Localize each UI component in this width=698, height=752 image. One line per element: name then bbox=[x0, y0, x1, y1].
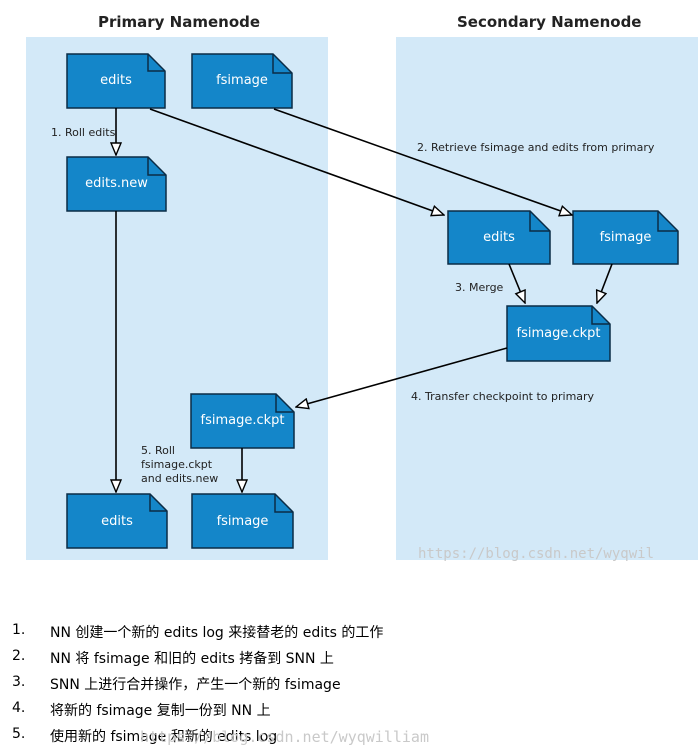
step-text: SNN 上进行合并操作，产生一个新的 fsimage bbox=[50, 677, 341, 693]
arrow-retrieve-fsimage bbox=[273, 108, 572, 215]
step-transfer-label: 4. Transfer checkpoint to primary bbox=[411, 390, 595, 403]
doc-primary-edits bbox=[66, 53, 166, 109]
primary-namenode-title: Primary Namenode bbox=[98, 13, 261, 31]
edits-new-label: edits.new bbox=[85, 176, 148, 191]
step-merge-label: 3. Merge bbox=[455, 281, 504, 294]
step-text: 使用新的 fsimage 和新的 edits log bbox=[50, 729, 278, 745]
step-text: NN 将 fsimage 和旧的 edits 拷备到 SNN 上 bbox=[50, 651, 334, 667]
step-list: 1. NN 创建一个新的 edits log 来接替老的 edits 的工作 2.… bbox=[12, 622, 383, 752]
secondary-ckpt-label: fsimage.ckpt bbox=[516, 326, 601, 341]
step-item-2: 2. NN 将 fsimage 和旧的 edits 拷备到 SNN 上 bbox=[12, 648, 383, 674]
step-item-1: 1. NN 创建一个新的 edits log 来接替老的 edits 的工作 bbox=[12, 622, 383, 648]
primary-fsimage-label: fsimage bbox=[216, 73, 268, 88]
primary-ckpt-label: fsimage.ckpt bbox=[200, 413, 285, 428]
secondary-fsimage-label: fsimage bbox=[599, 230, 652, 245]
arrow-transfer bbox=[296, 347, 508, 407]
namenode-checkpoint-diagram: Primary Namenode Secondary Namenode edit… bbox=[26, 13, 698, 562]
doc-secondary-edits bbox=[447, 210, 551, 265]
arrow-retrieve-edits bbox=[149, 108, 444, 215]
secondary-edits-label: edits bbox=[483, 230, 515, 245]
doc-edits-new bbox=[66, 156, 167, 212]
diagram-watermark: https://blog.csdn.net/wyqwil bbox=[418, 546, 655, 562]
step-roll-edits-label: 1. Roll edits bbox=[51, 126, 116, 139]
step-text: 将新的 fsimage 复制一份到 NN 上 bbox=[50, 703, 271, 719]
secondary-namenode-title: Secondary Namenode bbox=[457, 13, 642, 31]
secondary-panel bbox=[396, 37, 698, 560]
doc-primary-fsimage bbox=[191, 53, 293, 109]
primary-edits-final-label: edits bbox=[101, 514, 133, 529]
step-roll-ckpt-label: 5. Roll fsimage.ckpt and edits.new bbox=[141, 444, 219, 485]
primary-panel bbox=[26, 37, 328, 560]
primary-fsimage-final-label: fsimage bbox=[216, 514, 269, 529]
step-item-5: 5. 使用新的 fsimage 和新的 edits log bbox=[12, 726, 383, 752]
step-retrieve-label: 2. Retrieve fsimage and edits from prima… bbox=[417, 141, 655, 154]
bottom-watermark: https://blog.csdn.net/wyqwilliam bbox=[140, 728, 429, 746]
arrow-merge-edits bbox=[508, 263, 525, 303]
step-number: 1. bbox=[12, 622, 26, 638]
doc-primary-ckpt bbox=[190, 393, 295, 449]
step-number: 4. bbox=[12, 700, 26, 716]
step-text: NN 创建一个新的 edits log 来接替老的 edits 的工作 bbox=[50, 625, 384, 641]
step-number: 5. bbox=[12, 726, 26, 742]
step-number: 3. bbox=[12, 674, 26, 690]
step-item-4: 4. 将新的 fsimage 复制一份到 NN 上 bbox=[12, 700, 383, 726]
arrow-merge-fsimage bbox=[597, 263, 613, 303]
doc-secondary-ckpt bbox=[506, 305, 611, 362]
doc-secondary-fsimage bbox=[572, 210, 679, 265]
step-number: 2. bbox=[12, 648, 26, 664]
step-item-3: 3. SNN 上进行合并操作，产生一个新的 fsimage bbox=[12, 674, 383, 700]
doc-primary-edits-final bbox=[66, 493, 168, 549]
primary-edits-label: edits bbox=[100, 73, 132, 88]
doc-primary-fsimage-final bbox=[191, 493, 294, 549]
diagram-canvas bbox=[26, 37, 698, 560]
